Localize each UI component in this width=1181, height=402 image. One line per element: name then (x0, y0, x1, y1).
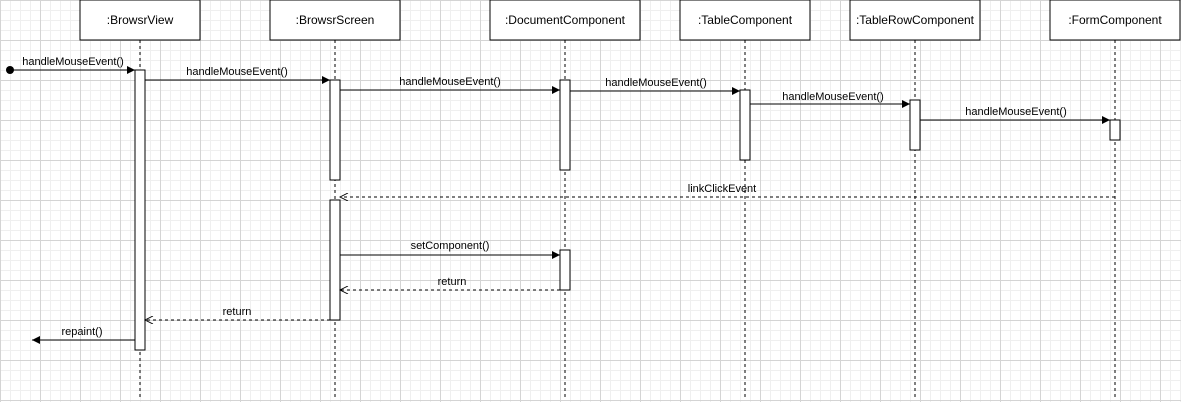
participant-formcomponent[interactable]: :FormComponent (1049, 0, 1181, 41)
message-setcomponent[interactable]: setComponent() (340, 240, 560, 259)
message-label: handleMouseEvent() (605, 77, 707, 89)
participant-label: :BrowsrView (107, 13, 174, 27)
message-label: handleMouseEvent() (186, 66, 288, 78)
message-doc-to-table[interactable]: handleMouseEvent() (570, 77, 740, 95)
activation-bars (134, 69, 1121, 351)
message-view-to-screen[interactable]: handleMouseEvent() (145, 66, 330, 84)
participant-label: :DocumentComponent (505, 13, 626, 27)
activation-bar-browsrview (134, 69, 146, 351)
message-repaint[interactable]: repaint() (32, 326, 135, 344)
message-label: linkClickEvent (688, 183, 756, 195)
message-label: handleMouseEvent() (22, 56, 124, 68)
message-return-doc-to-screen[interactable]: return (340, 276, 560, 290)
message-screen-to-doc[interactable]: handleMouseEvent() (340, 76, 560, 94)
message-label: repaint() (62, 326, 103, 338)
activation-bar-tablerowcomponent (909, 99, 921, 151)
message-found-handlemouseevent[interactable]: handleMouseEvent() (6, 56, 135, 74)
message-return-screen-to-view[interactable]: return (145, 306, 330, 320)
activation-bar-browsrscreen-2 (329, 199, 341, 321)
message-label: handleMouseEvent() (965, 106, 1067, 118)
participant-label: :FormComponent (1068, 13, 1162, 27)
participant-browsrscreen[interactable]: :BrowsrScreen (269, 0, 401, 41)
message-label: handleMouseEvent() (399, 76, 501, 88)
activation-bar-documentcomponent-2 (559, 249, 571, 291)
lifelines (139, 40, 1116, 400)
participant-label: :TableRowComponent (856, 13, 975, 27)
message-label: handleMouseEvent() (782, 91, 884, 103)
participant-documentcomponent[interactable]: :DocumentComponent (489, 0, 641, 41)
message-row-to-form[interactable]: handleMouseEvent() (920, 106, 1110, 124)
activation-bar-tablecomponent (739, 89, 751, 161)
activation-bar-browsrscreen-1 (329, 79, 341, 181)
participant-browsrview[interactable]: :BrowsrView (79, 0, 201, 41)
participant-tablerowcomponent[interactable]: :TableRowComponent (849, 0, 981, 41)
message-linkclickevent-return[interactable]: linkClickEvent (340, 183, 1115, 197)
message-label: return (223, 306, 252, 318)
activation-bar-documentcomponent-1 (559, 79, 571, 171)
message-label: setComponent() (411, 240, 490, 252)
participant-label: :BrowsrScreen (296, 13, 375, 27)
message-label: return (438, 276, 467, 288)
participant-label: :TableComponent (698, 13, 793, 27)
participant-tablecomponent[interactable]: :TableComponent (679, 0, 811, 41)
message-table-to-row[interactable]: handleMouseEvent() (750, 91, 910, 108)
activation-bar-formcomponent (1109, 119, 1121, 141)
